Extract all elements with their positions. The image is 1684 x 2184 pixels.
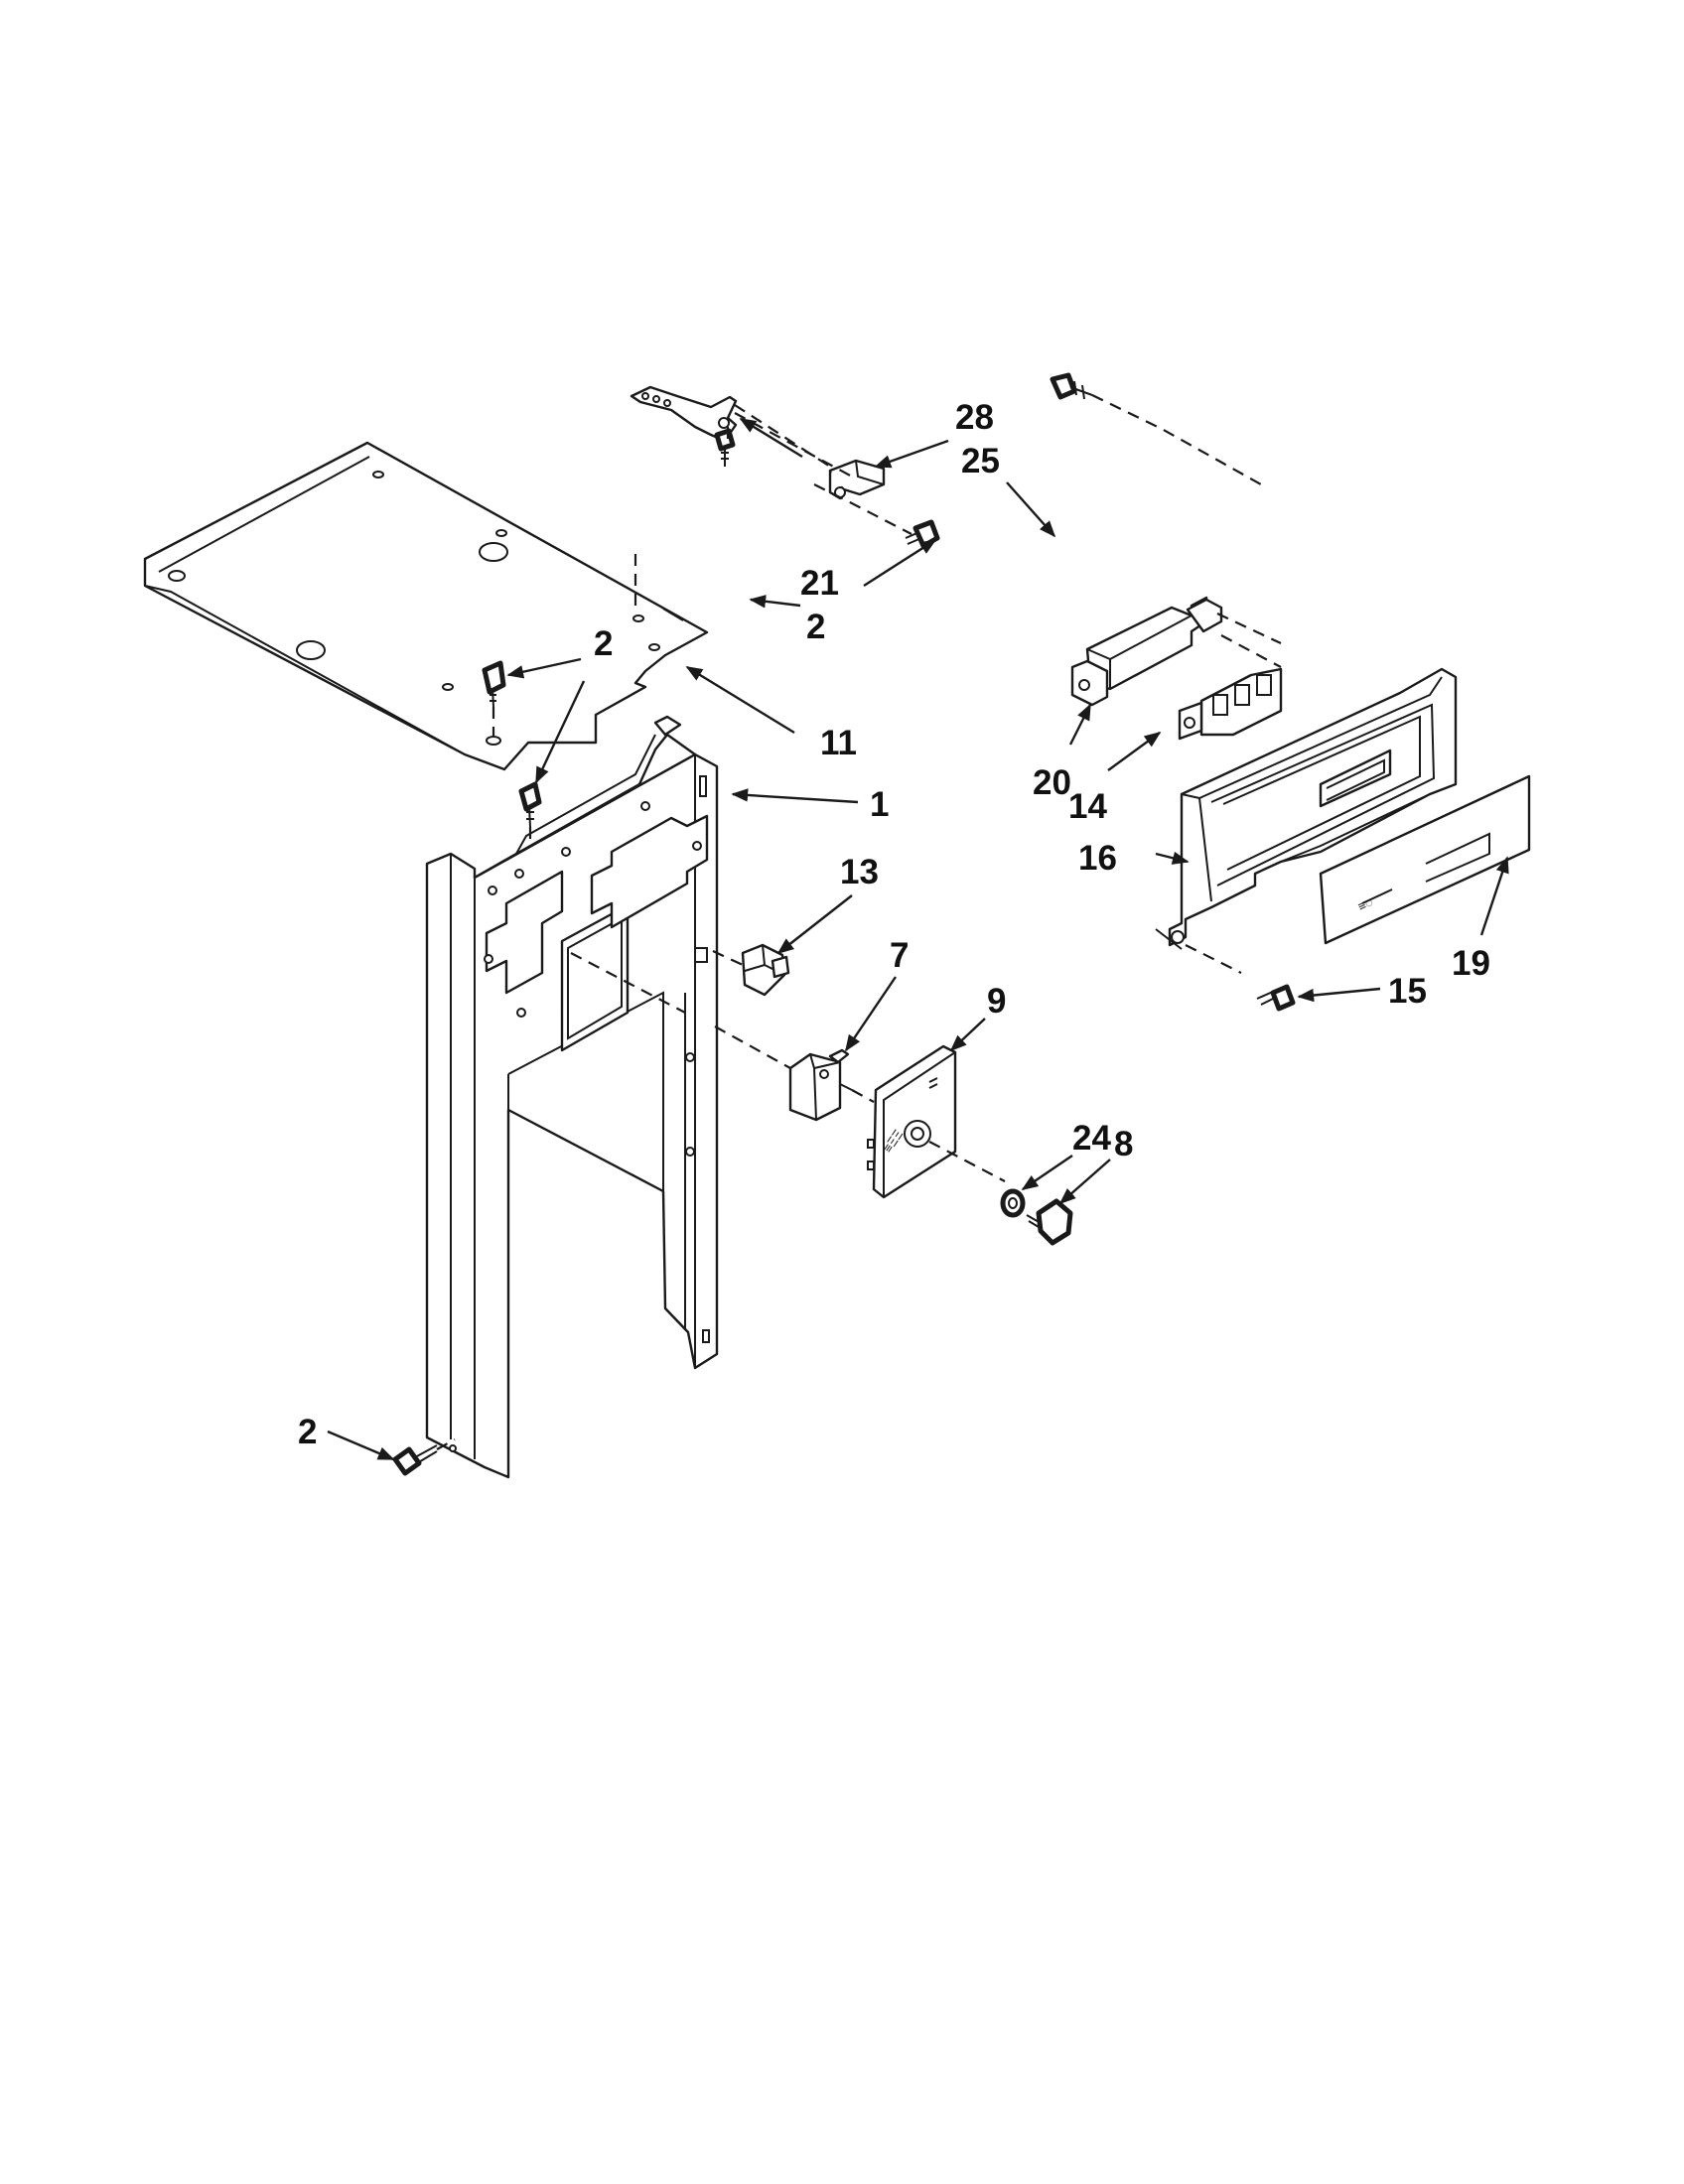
switch-part-14 <box>1178 667 1283 741</box>
callout-11: 11 <box>820 724 857 762</box>
callout-21: 21 <box>800 564 839 603</box>
leader-lines <box>327 417 1509 1461</box>
callout-9: 9 <box>987 982 1006 1021</box>
bracket-part-20 <box>1070 596 1282 707</box>
callout-2-bottom: 2 <box>298 1413 317 1451</box>
callout-25: 25 <box>961 442 1000 480</box>
clip-part-13 <box>712 943 790 997</box>
callout-13: 13 <box>840 853 879 891</box>
callout-24: 24 <box>1072 1119 1111 1158</box>
screw-part-15 <box>1256 984 1296 1012</box>
callout-20: 20 <box>1033 763 1071 802</box>
nut-part-24 <box>1000 1188 1026 1218</box>
screw-part-2-a <box>482 660 506 746</box>
bracket-part-21 <box>630 385 738 467</box>
callout-labels: 28 25 21 2 2 11 1 20 14 16 19 15 13 7 9 … <box>298 398 1490 1451</box>
callout-2-top: 2 <box>806 608 825 646</box>
callout-8: 8 <box>1114 1125 1133 1163</box>
callout-16: 16 <box>1078 839 1117 878</box>
callout-7: 7 <box>890 936 909 975</box>
decal-part-19: ≡◌ <box>1319 774 1531 945</box>
knob-part-8 <box>1026 1198 1073 1246</box>
callout-28: 28 <box>955 398 994 437</box>
screw-part-2-bottom <box>392 1438 456 1476</box>
screw-part-2-b <box>518 781 542 846</box>
callout-1: 1 <box>870 785 889 824</box>
callout-2-left: 2 <box>594 624 613 663</box>
housing-part-16 <box>1155 667 1458 974</box>
clip-part-28 <box>734 404 912 535</box>
callout-14: 14 <box>1068 787 1107 826</box>
plate-part-9: ≡ΞΞ <box>851 1044 1006 1199</box>
callout-19: 19 <box>1452 944 1490 983</box>
top-plate-part-11 <box>143 441 709 771</box>
switch-part-7 <box>714 1025 853 1122</box>
svg-text:≡◌: ≡◌ <box>1355 894 1375 914</box>
frame-part-1 <box>425 715 719 1479</box>
screw-part-25 <box>1050 372 1262 485</box>
callout-15: 15 <box>1388 972 1427 1011</box>
